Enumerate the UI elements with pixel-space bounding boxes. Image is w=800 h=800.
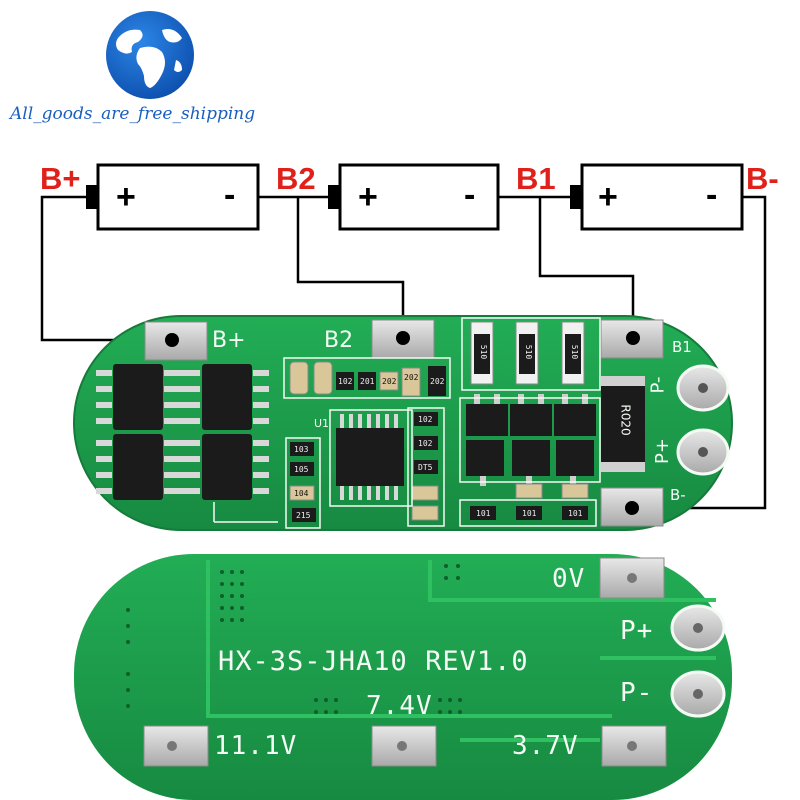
mosfet-group: [113, 364, 252, 500]
silk-b-minus: B-: [670, 486, 686, 504]
cell-2-plus: +: [358, 178, 378, 216]
code-215: 215: [296, 511, 311, 520]
cell-1-plus: +: [116, 178, 136, 216]
silk-3v7: 3.7V: [512, 731, 579, 761]
code-103: 103: [294, 445, 309, 454]
label-b-minus: B-: [746, 161, 779, 196]
code-202: 202: [382, 377, 397, 386]
board-model-text: HX-3S-JHA10 REV1.0: [218, 646, 529, 677]
pcb-front: [73, 315, 733, 531]
code-104: 104: [294, 489, 309, 498]
cell-3-plus: +: [598, 178, 618, 216]
label-b1: B1: [516, 161, 556, 196]
protection-ic: [336, 428, 404, 486]
code-201: 201: [360, 377, 375, 386]
label-b-plus: B+: [40, 161, 81, 196]
silk-back-p-plus: P+: [620, 616, 654, 646]
cell-3-minus: -: [706, 176, 718, 214]
code-101-a: 101: [476, 509, 491, 518]
sense-resistor: [601, 376, 645, 472]
code-101-b: 101: [522, 509, 537, 518]
silk-back-p-minus: P-: [620, 678, 654, 708]
silk-11v1: 11.1V: [214, 731, 298, 761]
silk-u1: U1: [314, 417, 330, 430]
silk-b2: B2: [324, 328, 354, 353]
silk-7v4: 7.4V: [366, 691, 433, 721]
silk-0v: 0V: [552, 564, 586, 594]
cell-2-minus: -: [464, 176, 476, 214]
sense-resistor-code: R020: [618, 404, 633, 436]
pcb-back: [74, 554, 732, 800]
code-102-c: 102: [418, 439, 433, 448]
code-102-b: 102: [418, 415, 433, 424]
code-dt5: DT5: [418, 463, 433, 472]
code-202c: 202: [404, 373, 419, 382]
smd-components: [289, 361, 589, 522]
silk-b-plus: B+: [212, 328, 246, 353]
wiring: [40, 195, 767, 510]
code-101-c: 101: [568, 509, 583, 518]
globe-logo-icon: [106, 11, 194, 99]
code-202b: 202: [430, 377, 445, 386]
label-b2: B2: [276, 161, 316, 196]
silk-p-minus: P-: [647, 376, 669, 394]
balance-resistors: [470, 321, 585, 385]
store-watermark: All_goods_are_free_shipping: [10, 104, 256, 124]
balance-transistors: [466, 404, 596, 476]
code-510-b: 510: [524, 344, 534, 360]
cell-1-minus: -: [224, 176, 236, 214]
code-510-c: 510: [570, 344, 580, 360]
silk-b1: B1: [672, 338, 692, 356]
code-102-a: 102: [338, 377, 353, 386]
silk-p-plus: P+: [651, 438, 673, 464]
code-105: 105: [294, 465, 309, 474]
battery-cell-2: [328, 163, 500, 231]
code-510-a: 510: [479, 344, 489, 360]
